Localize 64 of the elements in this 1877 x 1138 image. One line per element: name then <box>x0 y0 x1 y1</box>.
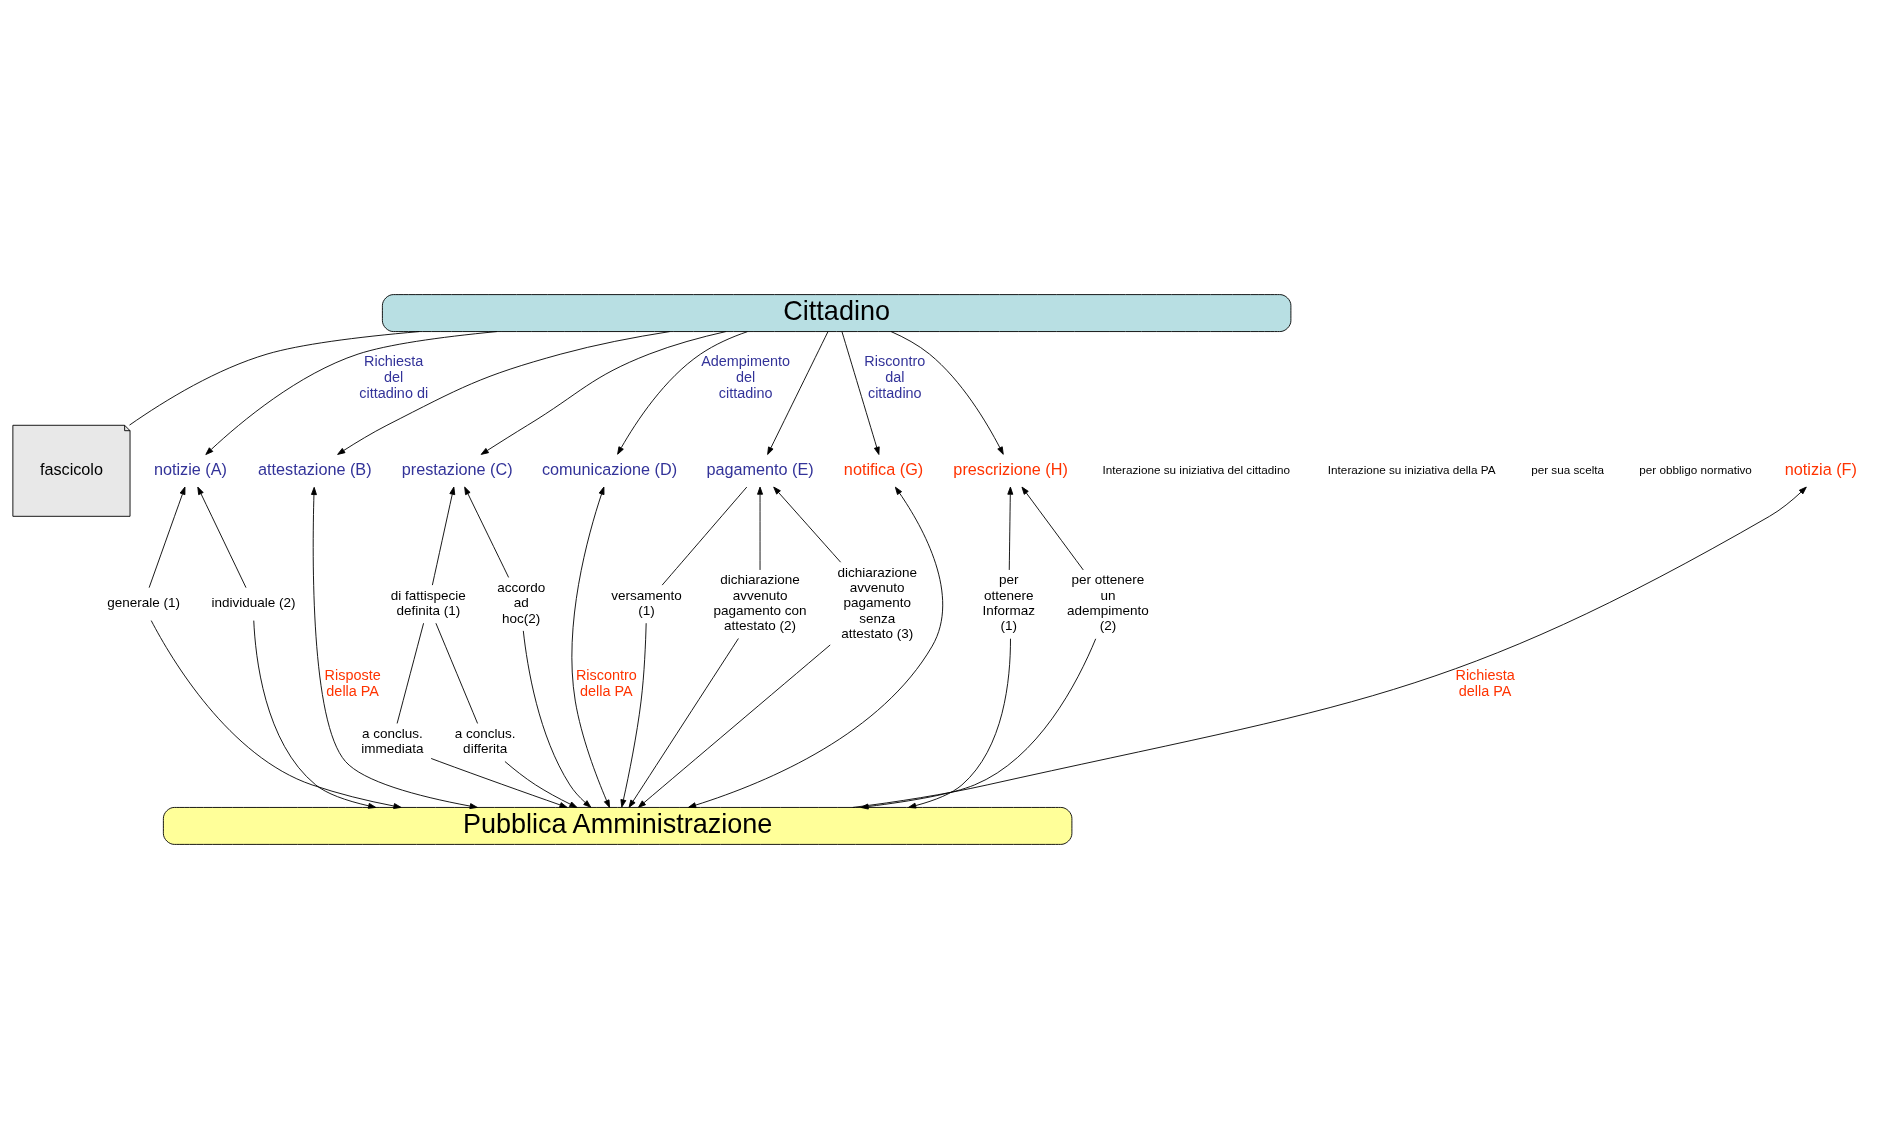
node-text: a conclus. immediata <box>361 725 424 756</box>
arrow <box>253 619 377 809</box>
node-text: attestazione (B) <box>258 459 372 478</box>
node-text: dichiarazione avvenuto pagamento con attestato (2) <box>713 571 807 633</box>
node-text: notizie (A) <box>153 459 227 478</box>
arrow <box>522 629 592 808</box>
label: Interazione su iniziativa del cittadino <box>1102 462 1290 476</box>
arrow <box>150 619 402 809</box>
arrow <box>757 486 764 570</box>
arrow <box>431 486 456 586</box>
edge-label: Riscontro della PA <box>575 666 637 699</box>
edge-label: Riscontro dal cittadino <box>864 352 926 401</box>
arrow <box>628 637 739 808</box>
node-text: a conclus. differita <box>454 725 516 756</box>
arrow <box>852 486 1807 808</box>
node-box: Pubblica Amministrazione <box>162 806 1073 845</box>
node-text: individuale (2) <box>211 594 296 610</box>
node-text: prescrizione (H) <box>953 459 1068 478</box>
arrow <box>841 330 880 455</box>
node-text: per ottenere Informaz (1) <box>982 571 1036 633</box>
edge-label: Risposte della PA <box>324 666 381 699</box>
node-text: versamento (1) <box>611 587 682 618</box>
node-text: pagamento (E) <box>706 459 814 478</box>
label: per sua scelta <box>1531 462 1605 476</box>
arrow <box>480 330 727 455</box>
connector <box>435 622 479 724</box>
arrow <box>311 486 478 809</box>
node-text: notifica (G) <box>843 459 924 478</box>
arrow <box>205 330 498 455</box>
arrow <box>620 622 647 808</box>
arrow <box>860 637 1097 809</box>
label: Interazione su iniziativa della PA <box>1327 462 1496 476</box>
arrow <box>637 643 831 808</box>
node-text: comunicazione (D) <box>541 459 678 478</box>
arrow <box>430 757 568 808</box>
edge-label: Richiesta della PA <box>1455 666 1515 699</box>
node-text: generale (1) <box>107 594 180 610</box>
arrow <box>1021 486 1084 570</box>
node-text: notizia (F) <box>1784 459 1857 478</box>
node-text: per ottenere un adempimento (2) <box>1067 571 1149 633</box>
edge-label: Richiesta del cittadino di <box>359 352 429 401</box>
node-text: prestazione (C) <box>401 459 513 478</box>
arrow <box>1007 486 1014 570</box>
arrow <box>908 637 1011 808</box>
connector <box>129 330 420 426</box>
connector <box>396 622 425 724</box>
arrow <box>464 486 510 578</box>
connector <box>661 486 748 586</box>
node-text: accordo ad hoc(2) <box>497 579 546 626</box>
arrow <box>773 486 842 563</box>
node-text: di fattispecie definita (1) <box>390 587 466 618</box>
arrow <box>617 330 748 455</box>
arrow <box>767 330 829 455</box>
arrow <box>688 486 944 808</box>
arrow <box>197 486 247 588</box>
label: per obbligo normativo <box>1639 462 1752 476</box>
edge-label: Adempimento del cittadino <box>701 352 791 401</box>
node-text: dichiarazione avvenuto pagamento senza attestato (3) <box>837 564 917 641</box>
arrow <box>504 760 578 808</box>
arrow <box>571 486 610 808</box>
arrow <box>148 486 186 588</box>
arrow <box>337 330 671 455</box>
arrow <box>890 330 1004 455</box>
node-box: Cittadino <box>381 293 1292 332</box>
